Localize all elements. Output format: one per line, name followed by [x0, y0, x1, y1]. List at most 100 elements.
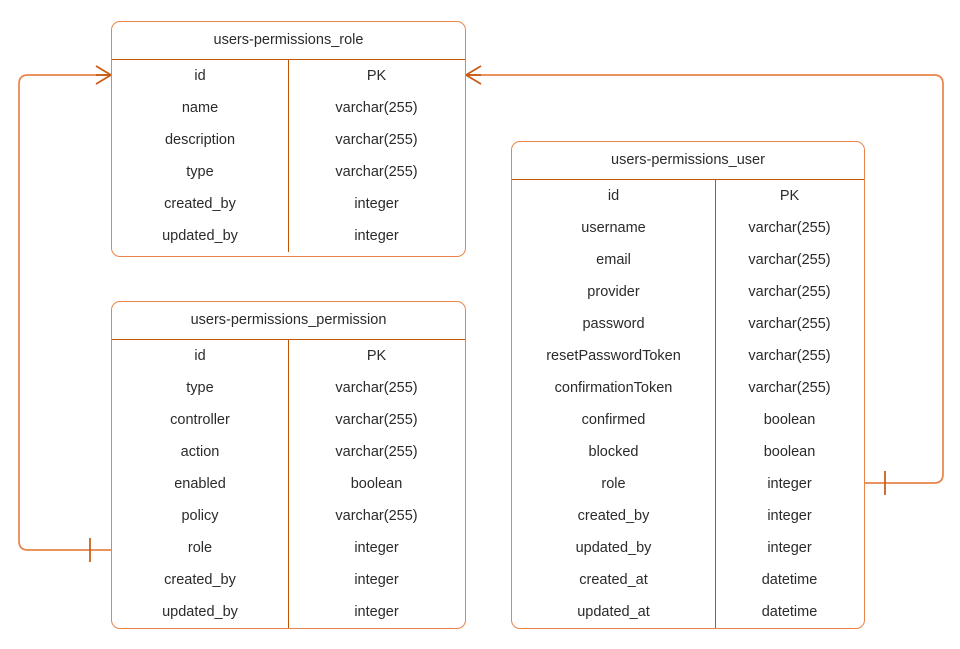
field-name: updated_at	[577, 604, 650, 620]
field-type: varchar(255)	[335, 164, 418, 180]
field-type: integer	[354, 540, 399, 556]
field-row: id PK	[112, 60, 465, 92]
field-row: updated_at datetime	[512, 596, 864, 628]
entity-title-role: users-permissions_role	[112, 22, 465, 60]
field-row: updated_by integer	[112, 220, 465, 252]
field-name: controller	[170, 412, 230, 428]
field-type: varchar(255)	[335, 444, 418, 460]
field-type: PK	[366, 348, 387, 364]
field-name: confirmationToken	[554, 380, 673, 396]
field-row: type varchar(255)	[112, 372, 465, 404]
field-name: created_by	[164, 196, 236, 212]
field-row: password varchar(255)	[512, 308, 864, 340]
field-type: integer	[767, 508, 812, 524]
field-row: action varchar(255)	[112, 436, 465, 468]
field-name: email	[596, 252, 631, 268]
field-name: action	[180, 444, 220, 460]
field-row: username varchar(255)	[512, 212, 864, 244]
field-type: varchar(255)	[748, 316, 831, 332]
field-type: boolean	[350, 476, 403, 492]
field-name: created_at	[579, 572, 648, 588]
field-name: role	[187, 540, 213, 556]
field-name: provider	[587, 284, 640, 300]
field-name: policy	[181, 508, 219, 524]
field-type: integer	[767, 540, 812, 556]
field-type: PK	[779, 188, 800, 204]
field-row: email varchar(255)	[512, 244, 864, 276]
field-row: enabled boolean	[112, 468, 465, 500]
field-name: id	[194, 348, 206, 364]
field-row: type varchar(255)	[112, 156, 465, 188]
column-divider	[288, 60, 289, 252]
field-type: PK	[366, 68, 387, 84]
field-type: varchar(255)	[748, 348, 831, 364]
field-row: role integer	[112, 532, 465, 564]
field-row: created_by integer	[112, 188, 465, 220]
field-row: confirmed boolean	[512, 404, 864, 436]
field-row: created_by integer	[512, 500, 864, 532]
field-row: created_at datetime	[512, 564, 864, 596]
field-row: confirmationToken varchar(255)	[512, 372, 864, 404]
field-name: resetPasswordToken	[546, 348, 681, 364]
field-type: datetime	[761, 604, 818, 620]
entity-fields-permission: id PK type varchar(255) controller varch…	[112, 340, 465, 628]
entity-title-permission: users-permissions_permission	[112, 302, 465, 340]
field-name: id	[194, 68, 206, 84]
entity-users-permissions-permission[interactable]: users-permissions_permission id PK type …	[111, 301, 466, 629]
entity-fields-user: id PK username varchar(255) email varcha…	[512, 180, 864, 628]
field-name: created_by	[577, 508, 650, 524]
field-row: policy varchar(255)	[112, 500, 465, 532]
field-type: varchar(255)	[335, 508, 418, 524]
relationship-line-role-permission	[18, 74, 111, 551]
field-type: varchar(255)	[748, 284, 831, 300]
field-row: blocked boolean	[512, 436, 864, 468]
field-row: controller varchar(255)	[112, 404, 465, 436]
field-name: confirmed	[581, 412, 646, 428]
field-row: resetPasswordToken varchar(255)	[512, 340, 864, 372]
entity-title-user: users-permissions_user	[512, 142, 864, 180]
field-row: id PK	[112, 340, 465, 372]
field-name: name	[181, 100, 219, 116]
field-name: type	[186, 380, 214, 396]
field-row: id PK	[512, 180, 864, 212]
field-name: created_by	[164, 572, 236, 588]
field-type: varchar(255)	[748, 380, 831, 396]
field-type: integer	[354, 604, 399, 620]
field-row: updated_by integer	[112, 596, 465, 628]
field-row: description varchar(255)	[112, 124, 465, 156]
field-name: type	[186, 164, 214, 180]
entity-users-permissions-role[interactable]: users-permissions_role id PK name varcha…	[111, 21, 466, 257]
field-type: integer	[354, 196, 399, 212]
entity-fields-role: id PK name varchar(255) description varc…	[112, 60, 465, 252]
field-type: boolean	[763, 444, 816, 460]
field-name: enabled	[174, 476, 226, 492]
field-row: role integer	[512, 468, 864, 500]
field-name: updated_by	[575, 540, 652, 556]
field-row: created_by integer	[112, 564, 465, 596]
field-type: varchar(255)	[335, 132, 418, 148]
field-type: varchar(255)	[335, 412, 418, 428]
field-type: varchar(255)	[748, 252, 831, 268]
field-type: integer	[354, 572, 399, 588]
field-name: role	[601, 476, 626, 492]
field-name: description	[164, 132, 236, 148]
field-type: boolean	[763, 412, 816, 428]
column-divider	[715, 180, 716, 628]
field-type: varchar(255)	[335, 380, 418, 396]
field-name: username	[581, 220, 646, 236]
field-name: id	[607, 188, 620, 204]
field-type: integer	[354, 228, 399, 244]
field-type: varchar(255)	[748, 220, 831, 236]
crowsfoot-role-user	[465, 65, 482, 85]
field-type: integer	[767, 476, 812, 492]
field-row: name varchar(255)	[112, 92, 465, 124]
entity-users-permissions-user[interactable]: users-permissions_user id PK username va…	[511, 141, 865, 629]
column-divider	[288, 340, 289, 628]
field-type: datetime	[761, 572, 818, 588]
field-name: password	[582, 316, 645, 332]
field-name: updated_by	[162, 604, 238, 620]
field-row: provider varchar(255)	[512, 276, 864, 308]
field-name: blocked	[588, 444, 639, 460]
field-row: updated_by integer	[512, 532, 864, 564]
